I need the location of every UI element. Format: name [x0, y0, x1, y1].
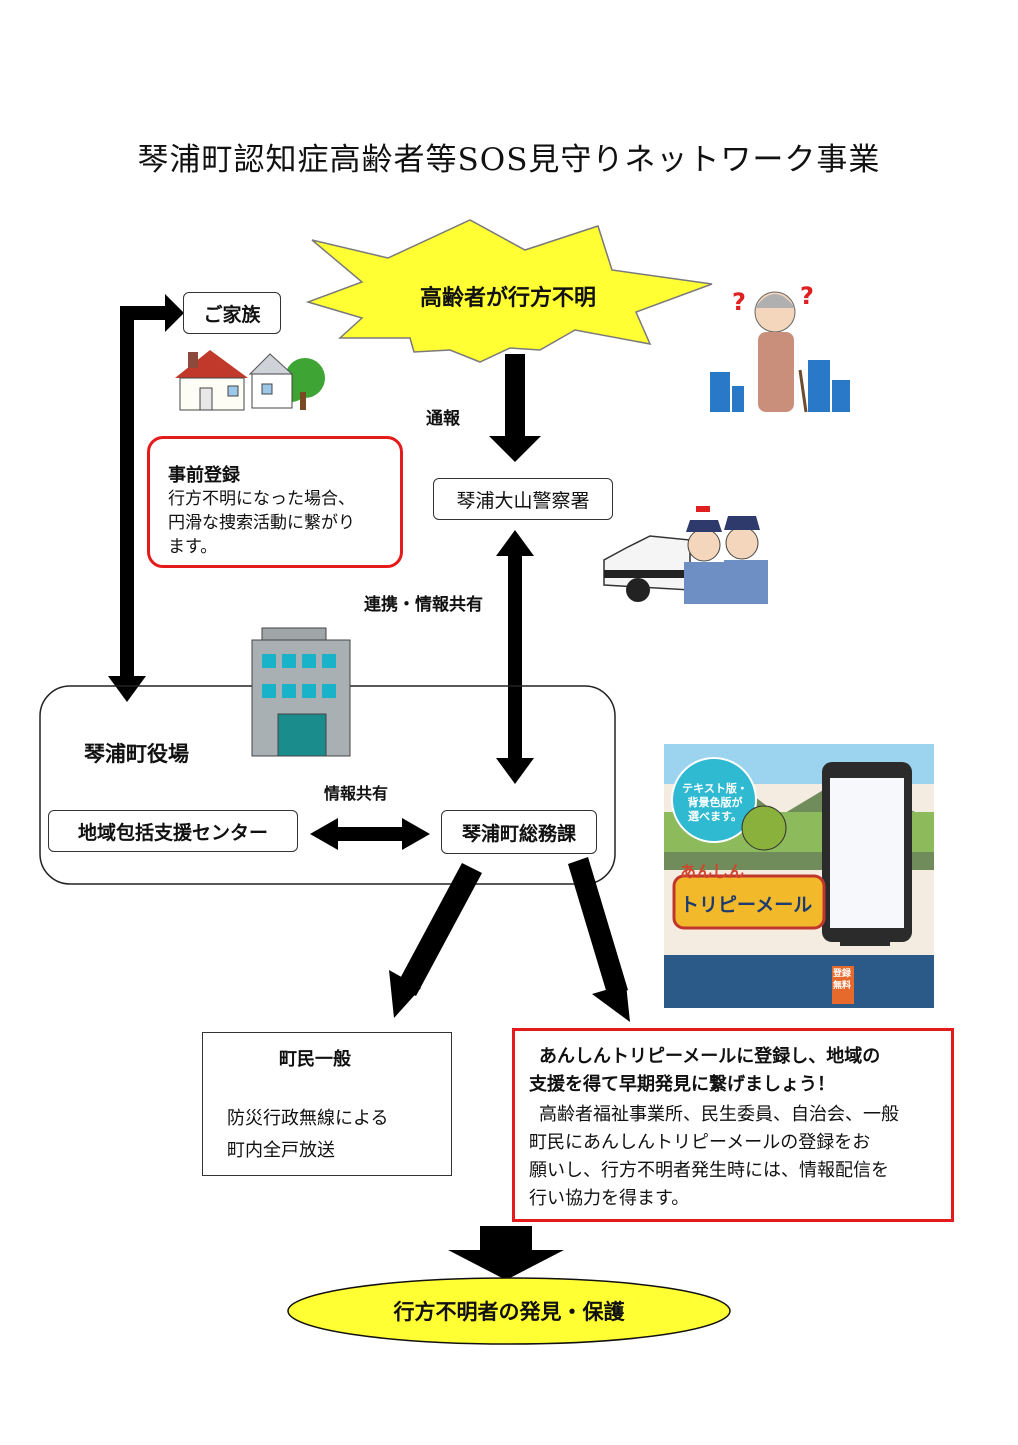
missing-alert-starburst [305, 219, 713, 363]
town-office-label: 琴浦町役場 [84, 742, 189, 766]
tripy-mail-body-line: 行い協力を得ます。 [529, 1188, 690, 1209]
family-box: ご家族 [183, 292, 281, 334]
info-share-arrow [310, 818, 430, 850]
cooperation-label: 連携・情報共有 [364, 595, 483, 615]
preregister-heading: 事前登録 [168, 465, 240, 486]
flyer-brand-big: トリピーメール [680, 894, 813, 916]
page-title: 琴浦町認知症高齢者等SOS見守りネットワーク事業 [137, 142, 881, 178]
preregister-box: 事前登録 行方不明になった場合、 円滑な捜索活動に繋がり ます。 [147, 436, 403, 568]
preregister-line: 行方不明になった場合、 [168, 489, 355, 509]
residents-arrow [389, 863, 482, 1018]
tripy-mail-body-line: 町民にあんしんトリピーメールの登録をお [529, 1132, 871, 1153]
police-box: 琴浦大山警察署 [433, 478, 613, 520]
community-center-box: 地域包括支援センター [48, 810, 298, 852]
general-affairs-box: 琴浦町総務課 [441, 810, 597, 854]
tripy-mail-body-line: 高齢者福祉事業所、民生委員、自治会、一般 [539, 1104, 899, 1125]
family-link-arrow [108, 294, 184, 702]
flyer-badge-line: テキスト版・ [682, 782, 748, 795]
residents-text: 防災行政無線による 町内全戸放送 [227, 1103, 388, 1167]
flyer-brand-small: あんしん [680, 862, 745, 881]
tripy-mail-body-line: 願いし、行方不明者発生時には、情報配信を [529, 1160, 889, 1181]
tripy-mail-flyer-image [664, 744, 934, 1008]
house-illustration [175, 350, 325, 411]
police-illustration [603, 506, 768, 604]
tripy-mail-heading: あんしんトリピーメールに登録し、地域の 支援を得て早期発見に繋げましょう！ [529, 1043, 880, 1099]
town-office-building-illustration [251, 627, 351, 757]
residents-line: 防災行政無線による [227, 1108, 389, 1129]
residents-heading: 町民一般 [279, 1049, 351, 1070]
tripy-mail-heading-line: 支援を得て早期発見に繋げましょう！ [529, 1074, 835, 1095]
report-arrow [489, 354, 541, 462]
cooperation-arrow [496, 530, 534, 784]
info-share-label: 情報共有 [324, 784, 389, 803]
residents-line: 町内全戸放送 [227, 1140, 335, 1161]
flyer-badge-line: 背景色版が [687, 796, 743, 809]
mail-arrow [568, 857, 630, 1022]
elderly-person-illustration: ? ? [710, 282, 850, 413]
result-arrow [448, 1226, 564, 1280]
tripy-mail-box: あんしんトリピーメールに登録し、地域の 支援を得て早期発見に繋げましょう！ 高齢… [512, 1028, 954, 1222]
result-label: 行方不明者の発見・保護 [393, 1300, 625, 1324]
flyer-register-line: 登録 [833, 969, 852, 979]
svg-text:?: ? [732, 288, 746, 316]
missing-alert-label: 高齢者が行方不明 [420, 286, 597, 311]
tripy-mail-heading-line: あんしんトリピーメールに登録し、地域の [539, 1046, 881, 1067]
svg-text:?: ? [800, 282, 814, 310]
preregister-line: 円滑な捜索活動に繋がり [168, 513, 355, 533]
flyer-register-line: 無料 [833, 981, 852, 991]
result-ellipse [287, 1277, 731, 1345]
flyer-register-badge: 登録 無料 [833, 968, 851, 992]
tripy-mail-body: 高齢者福祉事業所、民生委員、自治会、一般 町民にあんしんトリピーメールの登録をお… [529, 1101, 899, 1213]
residents-box: 町民一般 防災行政無線による 町内全戸放送 [202, 1032, 452, 1176]
preregister-line: ます。 [168, 537, 218, 557]
flyer-badge-line: 選べます。 [688, 810, 742, 823]
report-label: 通報 [426, 409, 460, 429]
preregister-text: 行方不明になった場合、 円滑な捜索活動に繋がり ます。 [168, 487, 355, 559]
flyer-badge-text: テキスト版・ 背景色版が 選べます。 [676, 782, 754, 824]
